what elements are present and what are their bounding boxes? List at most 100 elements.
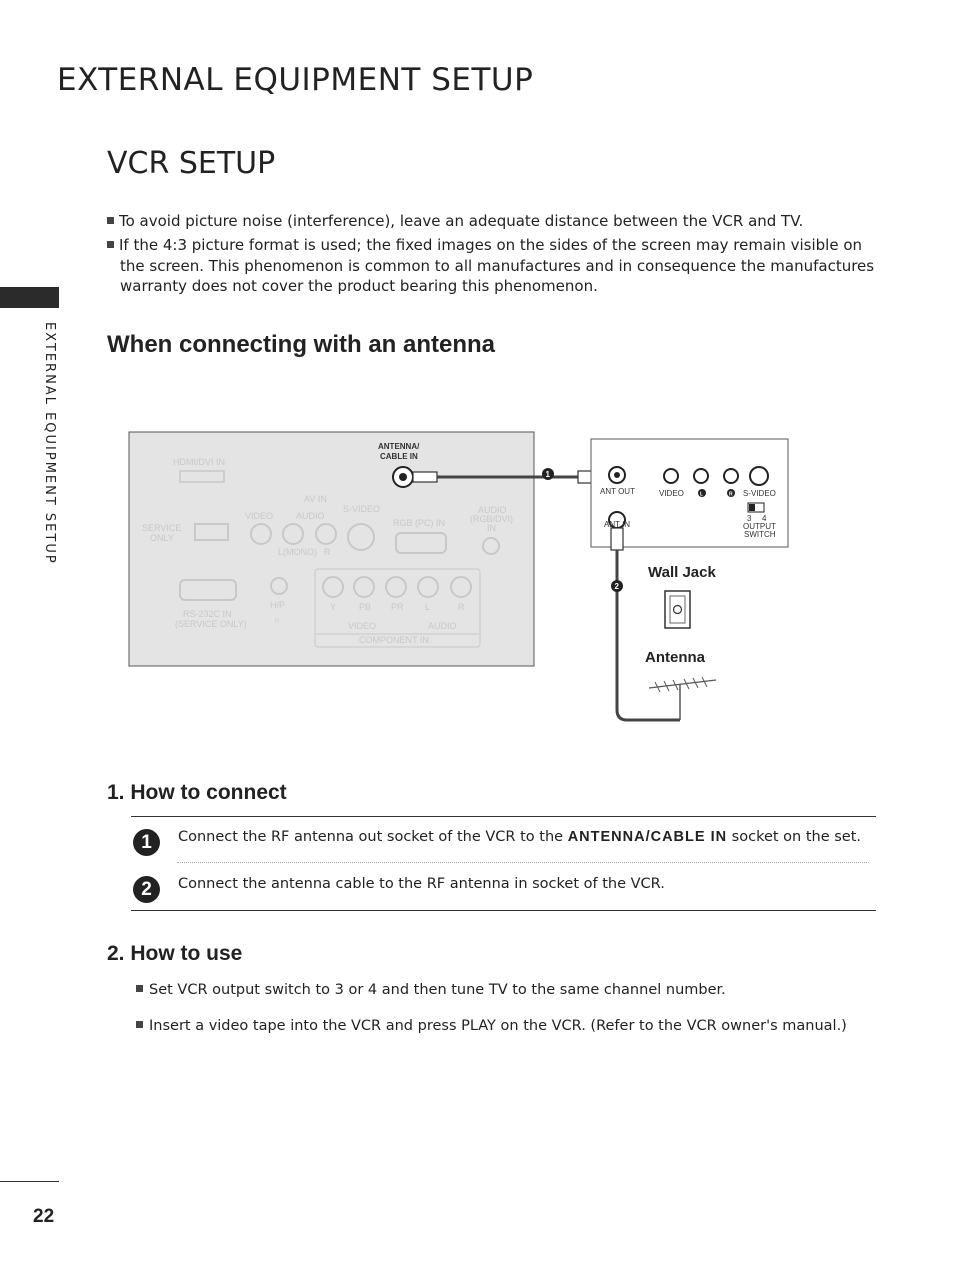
step-number: 2: [133, 876, 160, 903]
page-title: EXTERNAL EQUIPMENT SETUP: [57, 62, 534, 98]
step-text-post: socket on the set.: [727, 829, 862, 845]
how-to-connect-title: 1. How to connect: [107, 781, 287, 804]
note-item: To avoid picture noise (interference), l…: [107, 211, 867, 232]
svideo-label: S-VIDEO: [343, 504, 380, 514]
vcr-l-port-icon: [693, 468, 709, 484]
headphone-icon: ∩: [274, 615, 280, 625]
audio-rgb-label-3: IN: [487, 523, 496, 533]
marker-2-icon: [611, 580, 623, 592]
vcr-l-label: L: [700, 492, 703, 498]
antenna-icon: [648, 676, 717, 720]
av-in-label: AV IN: [304, 494, 327, 504]
hdmi-label: HDMI/DVI IN: [173, 457, 225, 467]
subsection-title: When connecting with an antenna: [107, 331, 496, 358]
divider: [131, 816, 876, 817]
service-port-icon: [194, 523, 229, 541]
audio-rgb-port-icon: [482, 537, 500, 555]
tv-back-panel: [128, 431, 535, 667]
component-r-port-icon: [450, 576, 472, 598]
rs232-port-icon: [179, 579, 237, 601]
rf-cable-2: [615, 550, 680, 722]
cable-plug-1-icon: [412, 471, 438, 483]
vcr-video-port-icon: [663, 468, 679, 484]
audio-rgb-label: AUDIO: [478, 505, 507, 515]
rs232-label-2: (SERVICE ONLY): [175, 619, 247, 629]
rgb-label: RGB (PC) IN: [393, 518, 445, 528]
vcr-ant-out-core-icon: [614, 472, 620, 478]
wall-jack-socket-icon: [672, 604, 683, 615]
step-text-pre: Connect the RF antenna out socket of the…: [178, 829, 568, 845]
use-item: Insert a video tape into the VCR and pre…: [136, 1018, 847, 1034]
vcr-svideo-port-icon: [749, 466, 769, 486]
av-video-label: VIDEO: [245, 511, 273, 521]
step-text-bold: ANTENNA/CABLE IN: [567, 829, 728, 845]
antenna-in-port-core-icon: [399, 473, 407, 481]
antenna-label: Antenna: [645, 649, 706, 666]
component-pr-port-icon: [385, 576, 407, 598]
cable-plug-2-icon: [610, 527, 624, 551]
svideo-port-icon: [347, 523, 375, 551]
service-label-2: ONLY: [150, 533, 174, 543]
note-item: If the 4:3 picture format is used; the f…: [107, 235, 880, 297]
comp-audio-label: AUDIO: [428, 621, 457, 631]
how-to-use-title: 2. How to use: [107, 942, 243, 965]
marker-1: 1: [546, 470, 551, 479]
wall-jack-plate-icon: [669, 595, 686, 624]
bullet-square-icon: [107, 217, 114, 224]
dotted-divider: [177, 862, 869, 863]
bullet-square-icon: [107, 241, 114, 248]
comp-l-label: L: [425, 602, 430, 612]
note-text: To avoid picture noise (interference), l…: [119, 212, 804, 230]
step-text: Connect the antenna cable to the RF ante…: [178, 876, 665, 892]
bullet-square-icon: [136, 1021, 143, 1028]
av-audio-r-port-icon: [315, 523, 337, 545]
vcr-r-badge-icon: [727, 489, 735, 497]
footer-rule: [0, 1181, 59, 1182]
vcr-r-port-icon: [723, 468, 739, 484]
vcr-svideo-label: S-VIDEO: [743, 489, 776, 498]
section-title: VCR SETUP: [107, 146, 276, 181]
av-audio-l-port-icon: [282, 523, 304, 545]
hdmi-port-icon: [179, 470, 225, 483]
output-switch-label-2: SWITCH: [744, 530, 776, 539]
component-group: [314, 568, 481, 648]
step-text: Connect the RF antenna out socket of the…: [178, 829, 861, 845]
comp-y-label: Y: [330, 602, 336, 612]
lmono-label: L(MONO): [278, 547, 317, 557]
marker-2: 2: [615, 582, 620, 591]
step-number: 1: [133, 829, 160, 856]
switch-4-label: 4: [762, 514, 767, 523]
sidebar-label: EXTERNAL EQUIPMENT SETUP: [42, 322, 57, 565]
component-in-label: COMPONENT IN: [359, 635, 429, 645]
note-text: If the 4:3 picture format is used; the f…: [119, 236, 875, 295]
page-number: 22: [33, 1206, 55, 1227]
wall-jack-label: Wall Jack: [648, 564, 716, 581]
output-switch-knob-icon: [749, 504, 755, 511]
marker-1-icon: [542, 468, 554, 480]
hp-label: H/P: [270, 600, 285, 610]
antenna-in-label: ANTENNA/: [378, 442, 420, 451]
switch-3-label: 3: [747, 514, 752, 523]
output-switch-label: OUTPUT: [743, 522, 776, 531]
rgb-port-icon: [395, 532, 447, 554]
av-audio-label: AUDIO: [296, 511, 325, 521]
vcr-back-panel: [590, 438, 789, 548]
divider: [131, 910, 876, 911]
use-item-text: Set VCR output switch to 3 or 4 and then…: [149, 982, 726, 998]
component-pb-port-icon: [353, 576, 375, 598]
headphone-port-icon: [270, 577, 288, 595]
comp-r-label: R: [458, 602, 465, 612]
connection-diagram: HDMI/DVI IN ANTENNA/ CABLE IN AV IN VIDE…: [128, 431, 789, 722]
av-video-port-icon: [250, 523, 272, 545]
bullet-square-icon: [136, 985, 143, 992]
sidebar-tab: [0, 287, 59, 308]
comp-pb-label: PB: [359, 602, 371, 612]
component-l-port-icon: [417, 576, 439, 598]
vcr-r-label: R: [729, 492, 733, 498]
antenna-in-label-2: CABLE IN: [380, 452, 418, 461]
r-label: R: [324, 547, 331, 557]
use-item-text: Insert a video tape into the VCR and pre…: [149, 1018, 847, 1034]
output-switch-icon: [747, 502, 765, 513]
wall-jack-icon: [664, 590, 691, 629]
use-item: Set VCR output switch to 3 or 4 and then…: [136, 982, 726, 998]
